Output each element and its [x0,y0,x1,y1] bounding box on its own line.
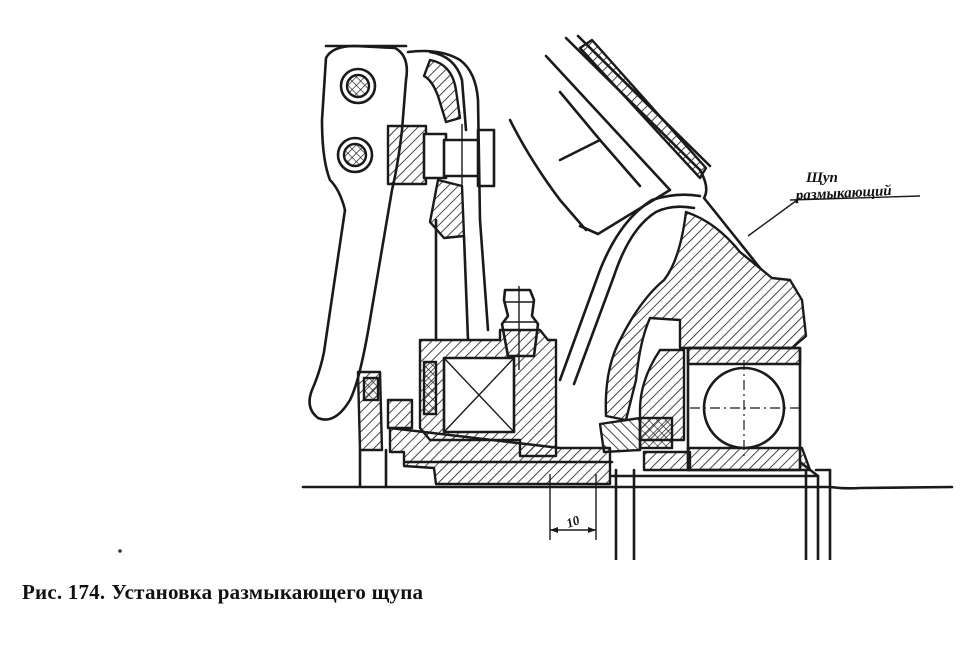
shaft-baseline [301,485,954,490]
stray-mark [118,549,122,553]
bearing-seal [638,416,692,472]
release-lever [308,44,409,421]
clutch-housing-upper [406,49,490,342]
pressure-plate-cover [508,34,762,270]
release-bearing [418,328,558,458]
probe-label-line2: размыкающий [793,183,892,204]
caption-number: Рис. 174. [22,580,106,604]
technical-drawing: 10 Щуп размыкающий [118,34,954,560]
probe-callout: Щуп размыкающий [747,170,921,237]
dimension-10: 10 [549,474,597,540]
pilot-bearing [686,346,812,472]
caption-text: Установка размыкающего щупа [111,580,424,604]
probe-label-line1: Щуп [805,170,838,186]
guide-sleeve [356,370,614,489]
release-probe [558,193,702,386]
fork-bracket [386,124,496,192]
output-shaft [610,460,832,560]
dimension-label: 10 [564,512,582,531]
figure-caption: Рис. 174.Установка размыкающего щупа [22,580,423,605]
